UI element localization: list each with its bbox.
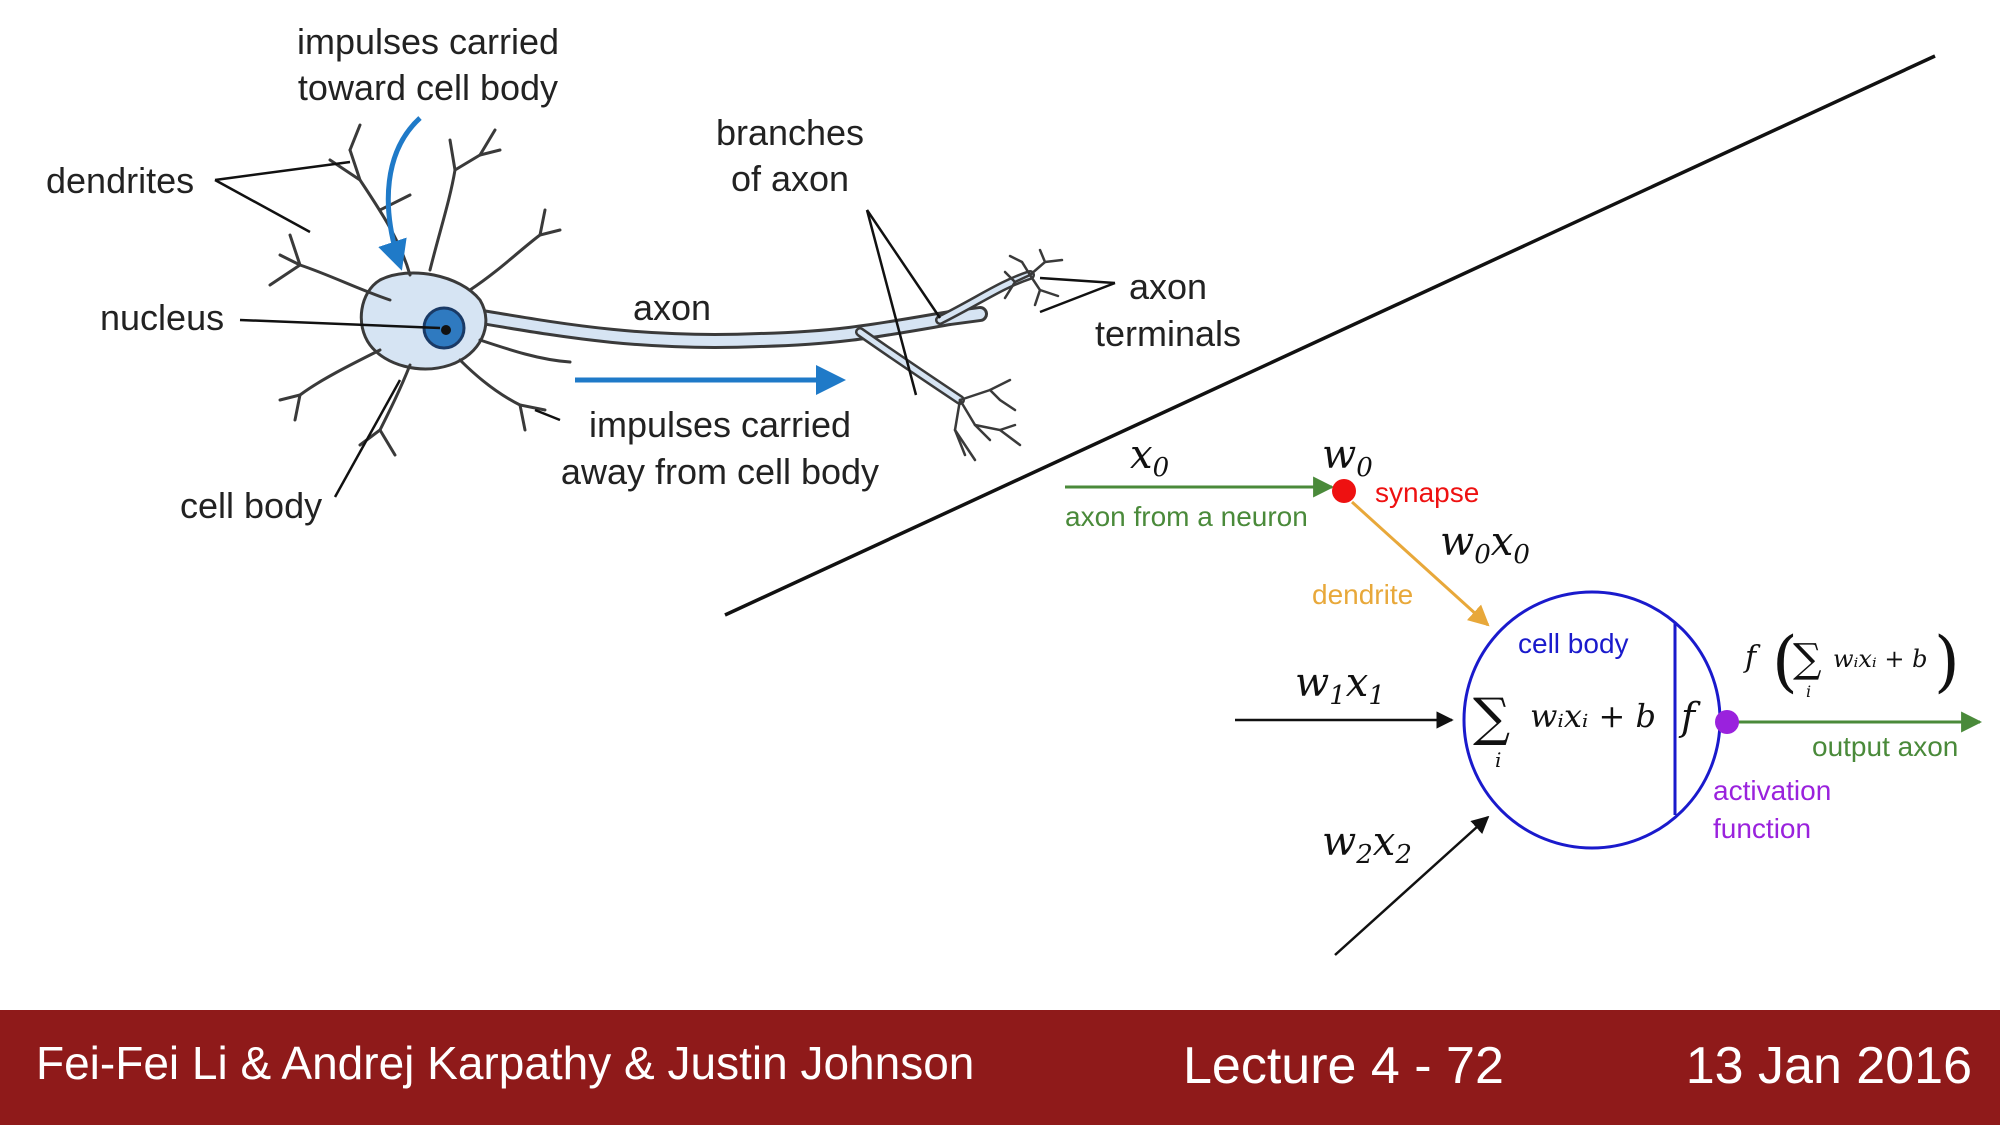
f-symbol: f xyxy=(1678,695,1701,739)
dendrite-arrow xyxy=(1350,500,1490,627)
axon-terminals-label-line1: axon xyxy=(1129,266,1207,307)
arrow-toward-cell-body xyxy=(378,116,422,271)
activation-label-line1: activation xyxy=(1713,775,1831,806)
axon-label: axon xyxy=(633,287,711,328)
footer-bar: Fei-Fei Li & Andrej Karpathy & Justin Jo… xyxy=(0,1010,2000,1125)
w2x2-label: w2x2 xyxy=(1322,819,1412,870)
axon-from-neuron-label: axon from a neuron xyxy=(1065,501,1308,532)
cell-body-label: cell body xyxy=(180,485,322,526)
output-formula-open-paren: ( xyxy=(1772,623,1798,700)
diagonal-divider xyxy=(724,54,1936,617)
impulses-toward-label-line1: impulses carried xyxy=(297,21,559,62)
output-axon-label: output axon xyxy=(1812,731,1958,762)
footer-lecture: Lecture 4 - 72 xyxy=(1183,1037,1504,1095)
w0x0-label: w0x0 xyxy=(1440,519,1530,570)
sum-expression: wᵢxᵢ + b xyxy=(1530,697,1656,735)
output-formula-sum: ∑ xyxy=(1793,636,1822,682)
input-w2x2-arrow xyxy=(1334,815,1490,956)
footer-date: 13 Jan 2016 xyxy=(1685,1037,1972,1095)
sum-symbol: ∑ xyxy=(1473,688,1510,748)
output-formula-close-paren: ) xyxy=(1934,623,1960,700)
synapse-label: synapse xyxy=(1375,477,1479,508)
cell-body-model-label: cell body xyxy=(1518,628,1629,659)
x0-label: x0 xyxy=(1130,432,1169,483)
axon-terminals-lower xyxy=(953,378,1022,462)
branches-label-line1: branches xyxy=(716,112,864,153)
activation-label-line2: function xyxy=(1713,813,1811,844)
biological-neuron xyxy=(268,123,1064,462)
w1x1-label: w1x1 xyxy=(1295,660,1385,711)
activation-dot xyxy=(1715,710,1739,734)
dendrite-label: dendrite xyxy=(1312,579,1413,610)
dendrites-label: dendrites xyxy=(46,160,194,201)
neuron-diagram: impulses carried toward cell body dendri… xyxy=(46,21,1983,956)
cell-body-shape xyxy=(359,271,488,371)
nucleus-label: nucleus xyxy=(100,297,224,338)
w0-label: w0 xyxy=(1322,432,1373,483)
sum-index: i xyxy=(1495,748,1501,772)
synapse-dot xyxy=(1332,479,1356,503)
branches-label-line2: of axon xyxy=(731,158,849,199)
output-formula-f: f xyxy=(1743,640,1761,675)
dendrites xyxy=(268,123,572,457)
output-formula-index: i xyxy=(1806,682,1811,701)
impulses-toward-label-line2: toward cell body xyxy=(298,67,558,108)
impulses-away-label-line1: impulses carried xyxy=(589,404,851,445)
leader-lines xyxy=(214,160,1116,498)
axon-terminals-upper xyxy=(1003,248,1064,307)
axon-terminals-label-line2: terminals xyxy=(1095,313,1241,354)
output-formula-body: wᵢxᵢ + b xyxy=(1833,645,1927,673)
footer-authors: Fei-Fei Li & Andrej Karpathy & Justin Jo… xyxy=(36,1037,975,1089)
impulses-away-label-line2: away from cell body xyxy=(561,451,879,492)
